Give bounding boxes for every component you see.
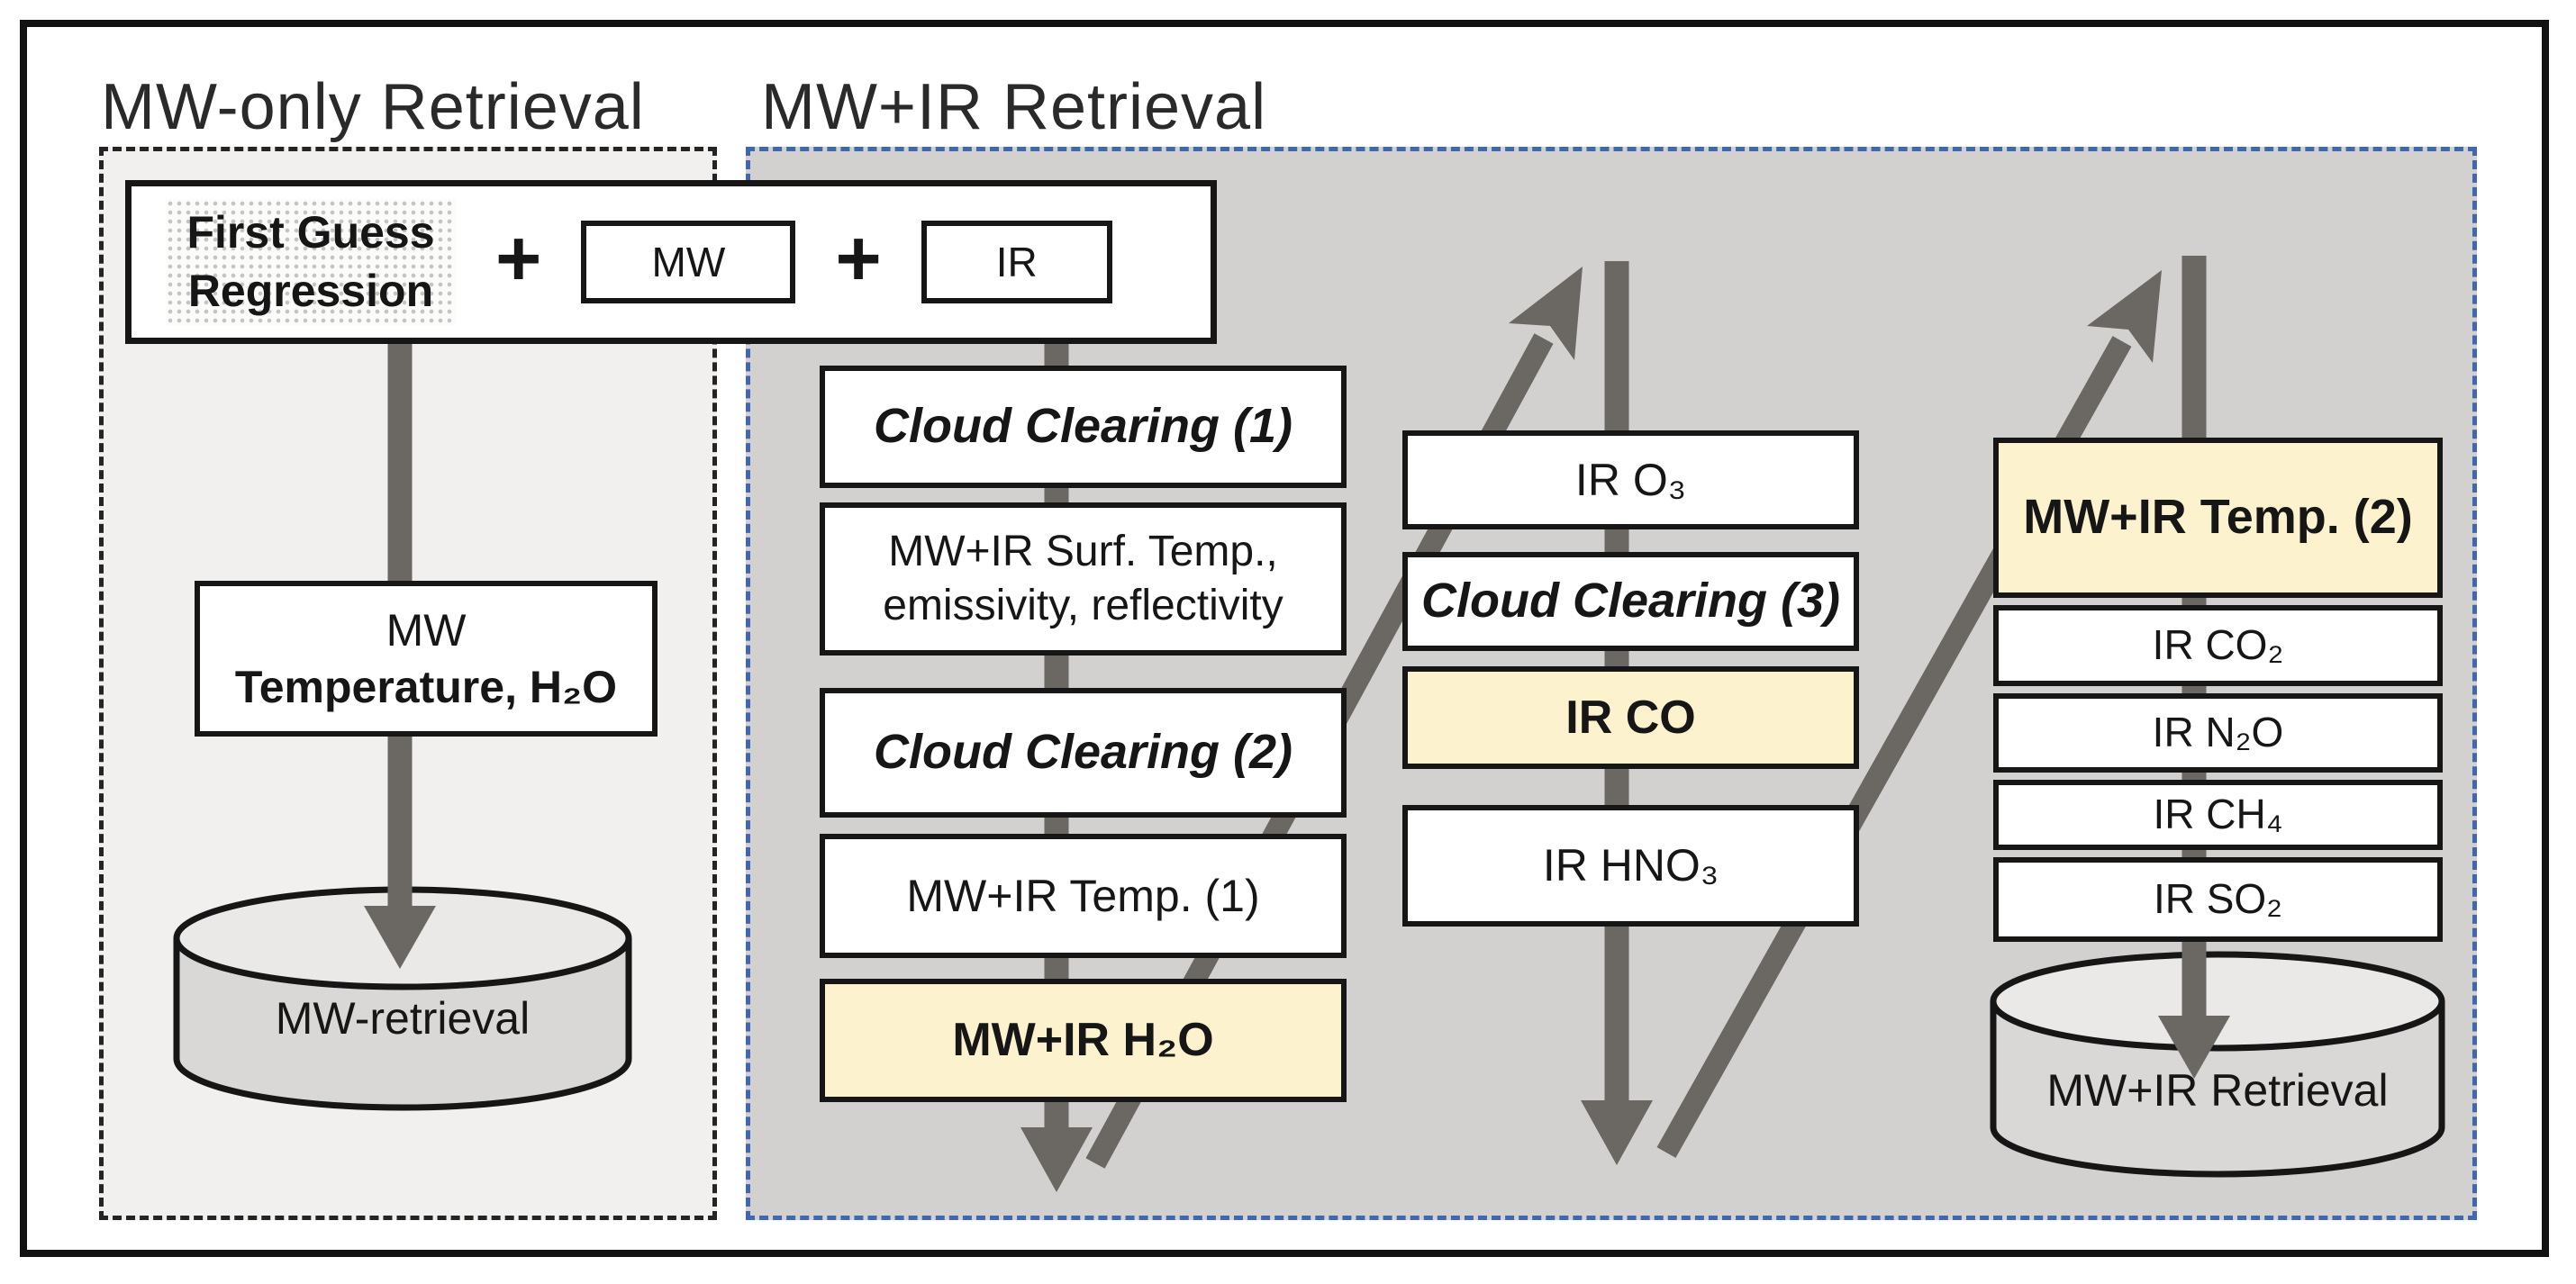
cloud-clearing-3-label: Cloud Clearing (3) (1420, 574, 1840, 628)
box-ir-co2: IR CO₂ (1993, 605, 2443, 686)
col2-arrowhead (1581, 1100, 1653, 1165)
box-ir-ch4: IR CH₄ (1993, 780, 2443, 850)
ir-ch4-label: IR CH₄ (2153, 791, 2283, 838)
first-guess-label-line2: Regression (187, 266, 434, 316)
ir-co-label: IR CO (1565, 691, 1696, 744)
mw-only-title: MW-only Retrieval (101, 71, 645, 143)
mw-input-chip: MW (581, 221, 796, 303)
box-cloud-clearing-3: Cloud Clearing (3) (1402, 552, 1859, 651)
ir-input-label: IR (995, 239, 1038, 285)
mwir-surface-line2: emissivity, reflectivity (883, 582, 1283, 629)
mwir-surface-line1: MW+IR Surf. Temp., (888, 528, 1278, 575)
box-ir-so2: IR SO₂ (1993, 857, 2443, 942)
box-cloud-clearing-1: Cloud Clearing (1) (820, 366, 1347, 488)
mw-retrieval-cylinder-label: MW-retrieval (275, 993, 531, 1044)
mwir-temp-1-label: MW+IR Temp. (1) (906, 870, 1260, 921)
col3-arrowhead (2158, 1016, 2230, 1079)
mwir-h2o-label: MW+IR H₂O (952, 1014, 1214, 1066)
ir-hno3-label: IR HNO₃ (1542, 840, 1719, 891)
figure-border (20, 20, 2549, 1257)
mw-temp-line1: MW (385, 605, 467, 656)
ir-o3-label: IR O₃ (1574, 454, 1687, 505)
diagonal-arrow-2-head (2087, 270, 2162, 363)
box-mwir-h2o: MW+IR H₂O (820, 979, 1347, 1102)
box-mwir-temp-2: MW+IR Temp. (2) (1993, 438, 2443, 598)
cloud-clearing-1-label: Cloud Clearing (1) (873, 399, 1293, 454)
mwir-retrieval-cylinder-label: MW+IR Retrieval (2046, 1065, 2389, 1116)
plus-sign-2: + (835, 213, 882, 303)
diagonal-arrow-1-head (1509, 267, 1583, 360)
plus-sign-1: + (495, 213, 542, 303)
box-mwir-temp-1: MW+IR Temp. (1) (820, 834, 1347, 958)
box-mw-temperature-h2o: MW Temperature, H₂O (195, 581, 658, 737)
col1-arrowhead (1020, 1127, 1093, 1192)
mw-temp-line2: Temperature, H₂O (234, 661, 618, 712)
ir-input-chip: IR (921, 221, 1112, 303)
mw-input-label: MW (651, 239, 726, 285)
ir-so2-label: IR SO₂ (2153, 875, 2283, 923)
mw-ir-title: MW+IR Retrieval (761, 71, 1267, 143)
mwir-temp-2-label: MW+IR Temp. (2) (2023, 490, 2413, 545)
ir-n2o-label: IR N₂O (2152, 709, 2284, 756)
mw-column-arrowhead (364, 906, 436, 969)
box-cloud-clearing-2: Cloud Clearing (2) (820, 688, 1347, 818)
box-ir-o3: IR O₃ (1402, 430, 1859, 529)
first-guess-label-line1: First Guess (186, 207, 435, 258)
box-mwir-surface: MW+IR Surf. Temp., emissivity, reflectiv… (820, 502, 1347, 656)
mwir-retrieval-cylinder (1990, 951, 2445, 1178)
cloud-clearing-2-label: Cloud Clearing (2) (873, 725, 1293, 780)
box-ir-n2o: IR N₂O (1993, 693, 2443, 773)
first-guess-pattern-swatch: First Guess Regression (166, 199, 456, 325)
box-ir-hno3: IR HNO₃ (1402, 805, 1859, 927)
ir-co2-label: IR CO₂ (2152, 621, 2284, 669)
box-ir-co: IR CO (1402, 666, 1859, 769)
first-guess-box: First Guess Regression + MW + IR (125, 180, 1217, 344)
